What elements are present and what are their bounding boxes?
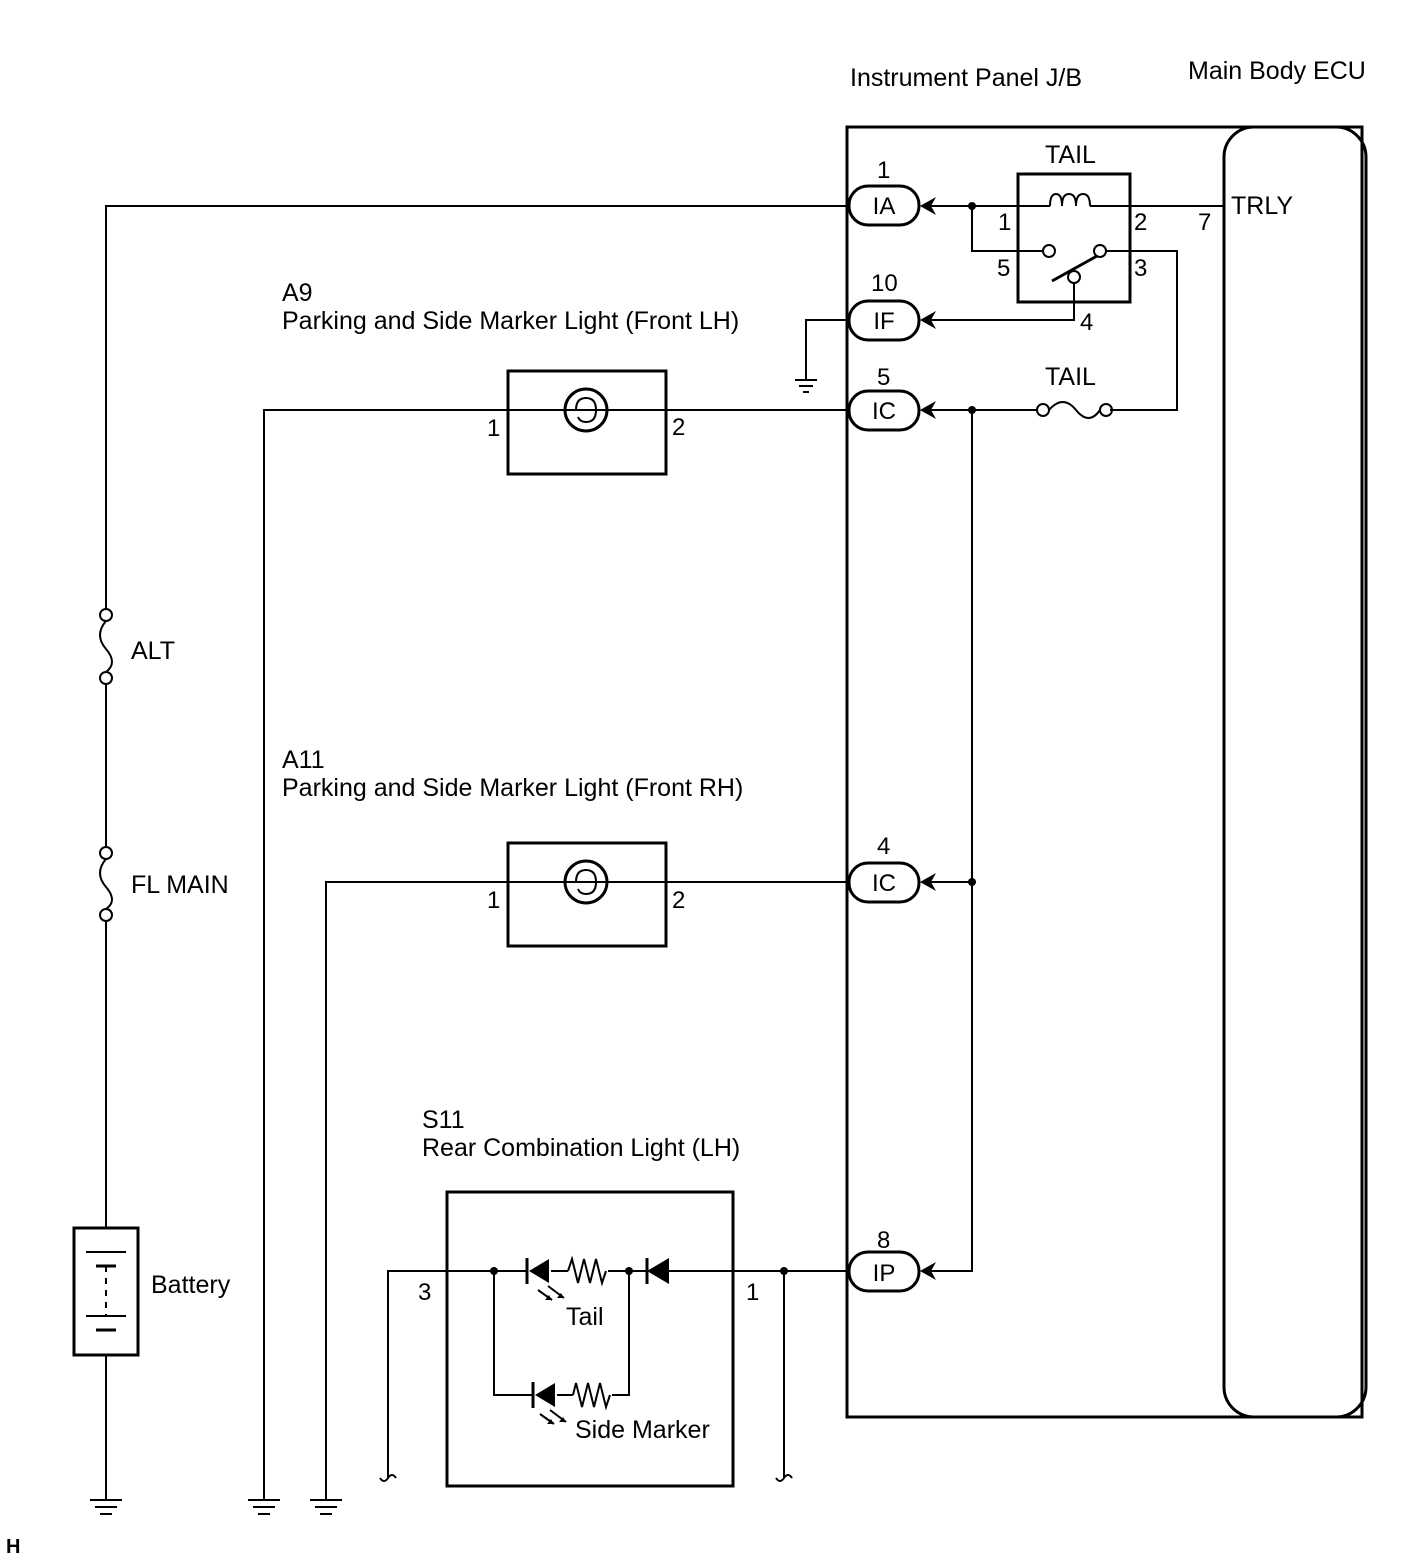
relay-pin-3: 3 bbox=[1134, 255, 1147, 282]
a11-name: Parking and Side Marker Light (Front RH) bbox=[282, 774, 743, 802]
a9-name: Parking and Side Marker Light (Front LH) bbox=[282, 307, 739, 335]
jb-box bbox=[845, 125, 1364, 1419]
s11-pin-left: 3 bbox=[418, 1279, 431, 1306]
connector-if-name: IF bbox=[873, 308, 894, 335]
connector-ip: 8 IP bbox=[847, 1227, 936, 1293]
relay-switch-arm bbox=[1051, 254, 1098, 283]
a11-lamp bbox=[506, 841, 668, 948]
s11-name: Rear Combination Light (LH) bbox=[422, 1134, 740, 1162]
side-marker-led-icon bbox=[531, 1382, 611, 1425]
a11-bulb-icon bbox=[569, 868, 603, 896]
connector-if-pin: 10 bbox=[871, 270, 898, 297]
relay-coil-icon bbox=[1018, 192, 1224, 207]
relay-pin-4: 4 bbox=[1080, 309, 1093, 336]
s11-code: S11 bbox=[422, 1106, 465, 1134]
ecu-pin-7: 7 bbox=[1198, 209, 1211, 236]
relay-pin-1: 1 bbox=[998, 209, 1011, 236]
relay-pin-5: 5 bbox=[997, 255, 1010, 282]
tail-fuse-icon bbox=[1036, 401, 1113, 419]
a9-code: A9 bbox=[282, 279, 313, 307]
alt-fuse-icon bbox=[99, 608, 113, 685]
footer-code: H bbox=[6, 1536, 20, 1558]
relay-title: TAIL bbox=[1045, 141, 1096, 169]
alt-fuse-label: ALT bbox=[131, 637, 175, 665]
connector-if: 10 IF bbox=[847, 270, 936, 342]
tail-relay: TAIL 1 2 5 3 4 bbox=[997, 141, 1224, 336]
connector-ic-4: 4 IC bbox=[847, 833, 936, 904]
a11-pin-left: 1 bbox=[487, 887, 500, 914]
connector-ia-pin: 1 bbox=[877, 157, 890, 184]
fl-main-fuse-icon bbox=[99, 846, 113, 922]
s11-lamp: Tail Side Marker bbox=[445, 1190, 735, 1488]
connector-ia-name: IA bbox=[873, 193, 896, 220]
connector-ia: 1 IA bbox=[847, 157, 936, 227]
a11-code: A11 bbox=[282, 746, 325, 774]
connector-ic-4-pin: 4 bbox=[877, 833, 890, 860]
connector-ip-pin: 8 bbox=[877, 1227, 890, 1254]
ecu-title: Main Body ECU bbox=[1188, 57, 1366, 85]
fl-main-fuse-label: FL MAIN bbox=[131, 871, 229, 899]
connector-ic-5-pin: 5 bbox=[877, 364, 890, 391]
battery-icon bbox=[72, 1226, 140, 1357]
relay-contact-left bbox=[1042, 244, 1056, 258]
connector-ip-name: IP bbox=[873, 1260, 896, 1287]
a9-lamp bbox=[506, 369, 668, 476]
a9-bulb-icon bbox=[569, 396, 603, 424]
a9-pin-right: 2 bbox=[672, 414, 685, 441]
battery-label: Battery bbox=[151, 1271, 231, 1299]
a9-pin-left: 1 bbox=[487, 415, 500, 442]
connector-ic-4-name: IC bbox=[872, 870, 896, 897]
tail-led-icon bbox=[525, 1255, 607, 1301]
tail-label: Tail bbox=[566, 1303, 604, 1331]
diode-icon bbox=[645, 1258, 669, 1284]
jb-title: Instrument Panel J/B bbox=[850, 64, 1082, 92]
ecu-trly-label: TRLY bbox=[1231, 192, 1293, 220]
tail-fuse-label: TAIL bbox=[1045, 363, 1096, 391]
s11-pin-right: 1 bbox=[746, 1279, 759, 1306]
ecu-box bbox=[1222, 125, 1368, 1419]
connector-ic-5-name: IC bbox=[872, 398, 896, 425]
relay-pin-2: 2 bbox=[1134, 209, 1147, 236]
connector-ic-5: 5 IC bbox=[847, 364, 936, 432]
side-marker-label: Side Marker bbox=[575, 1416, 710, 1444]
a11-pin-right: 2 bbox=[672, 887, 685, 914]
